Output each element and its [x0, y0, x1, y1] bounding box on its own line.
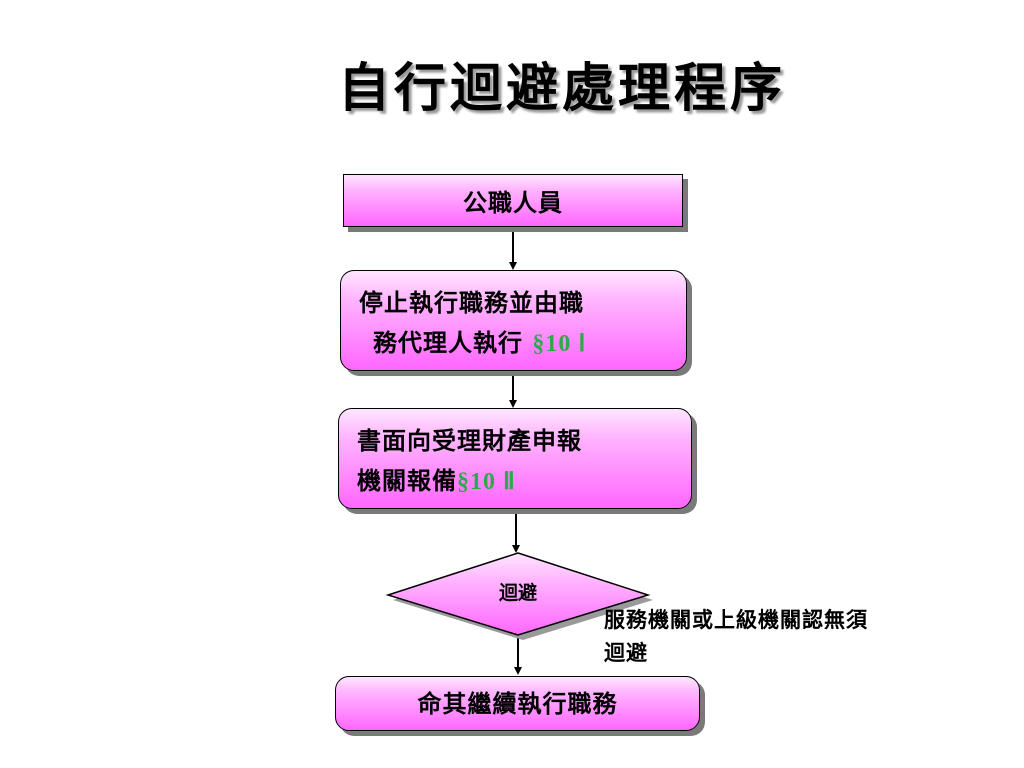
continue-label: 命其繼續執行職務 — [417, 688, 618, 718]
report-citation: §10 Ⅱ — [457, 469, 516, 495]
official-box: 公職人員 — [343, 174, 683, 227]
page-title: 自行迴避處理程序 — [337, 58, 786, 119]
report-line-2-text: 機關報備 — [357, 466, 457, 495]
report-box: 書面向受理財產申報 機關報備§10 Ⅱ — [338, 408, 692, 509]
side-note-line-2: 迴避 — [604, 640, 648, 665]
decision-diamond — [385, 552, 651, 636]
report-line-1: 書面向受理財產申報 — [357, 426, 582, 455]
decision-label: 迴避 — [498, 582, 537, 604]
suspend-line-1: 停止執行職務並由職 — [359, 288, 584, 317]
continue-duty-box: 命其繼續執行職務 — [335, 676, 700, 731]
official-label: 公職人員 — [463, 188, 563, 217]
side-note-line-1: 服務機關或上級機關認無須 — [604, 607, 868, 632]
suspend-line-2: 務代理人執行 §10 Ⅰ — [359, 323, 668, 364]
suspend-line-2-text: 務代理人執行 — [373, 328, 523, 357]
suspend-duty-box: 停止執行職務並由職 務代理人執行 §10 Ⅰ — [340, 270, 687, 371]
report-line-2: 機關報備§10 Ⅱ — [357, 461, 673, 502]
suspend-citation: §10 Ⅰ — [532, 331, 587, 357]
side-note: 服務機關或上級機關認無須 迴避 — [604, 603, 964, 669]
